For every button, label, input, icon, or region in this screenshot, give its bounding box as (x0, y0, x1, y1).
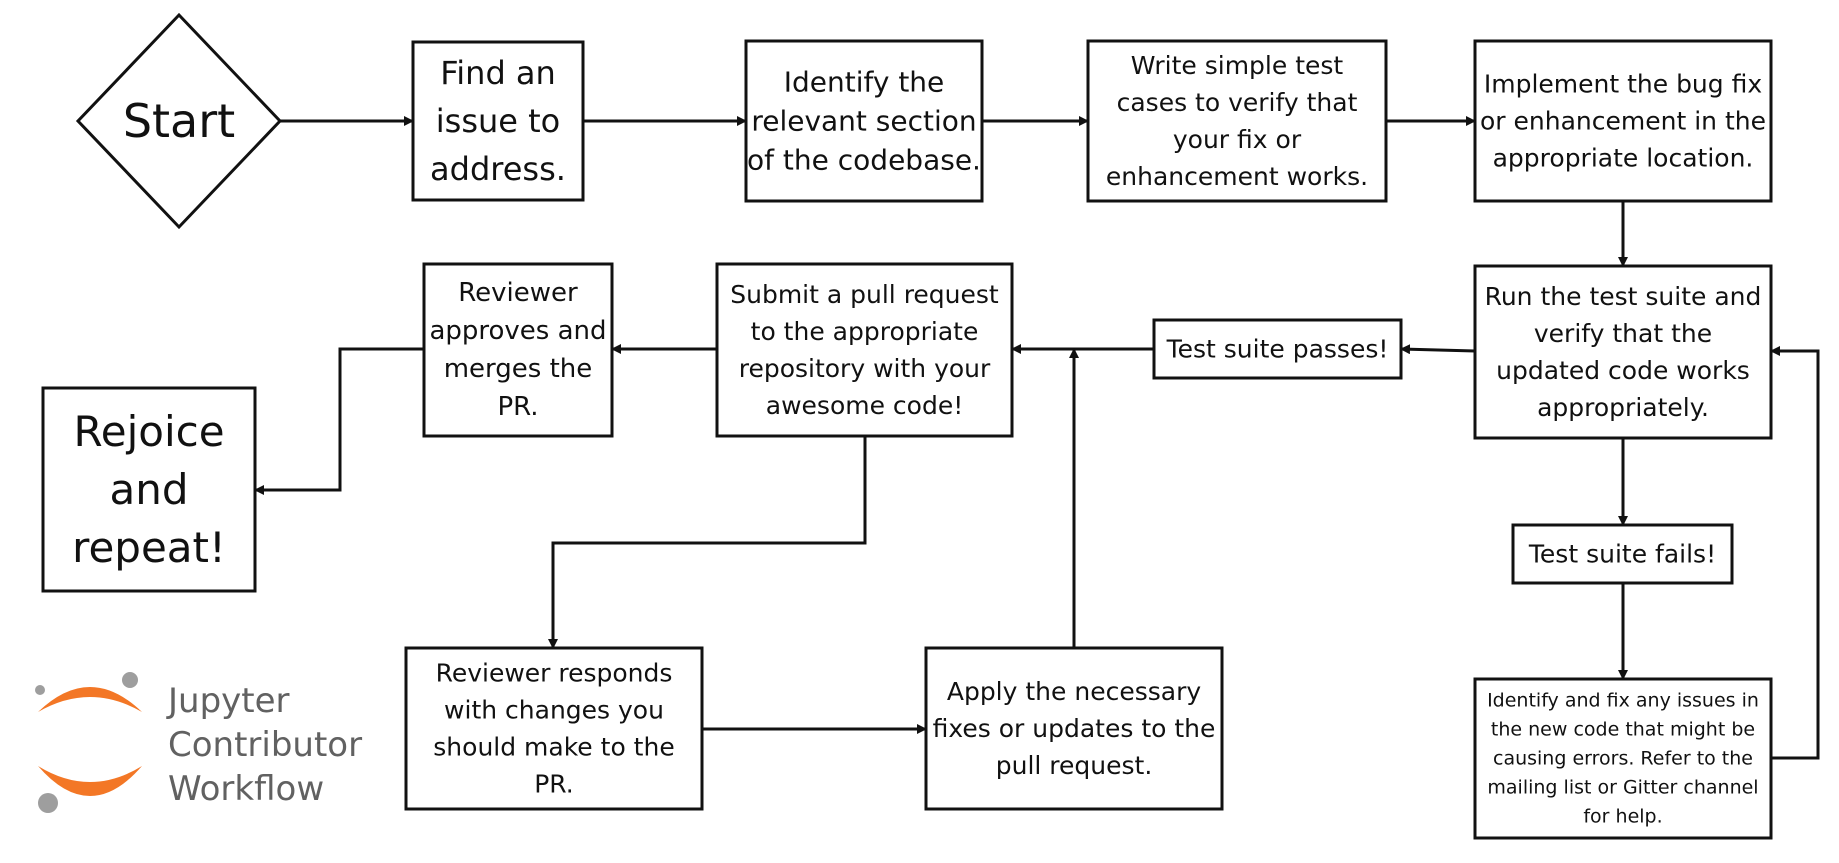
node-label-line: pull request. (996, 751, 1153, 780)
node-label-line: repeat! (72, 523, 226, 572)
node-rejoice: Rejoice and repeat! (41, 386, 257, 593)
node-label-line: the new code that might be (1491, 719, 1755, 741)
node-label-line: Find an (440, 54, 556, 92)
node-box (1511, 523, 1734, 585)
node-label-line: Run the test suite and (1485, 282, 1762, 311)
logo-moon-dot (38, 793, 58, 813)
node-label-line: verify that the (1534, 319, 1712, 348)
node-label-line: awesome code! (766, 391, 963, 420)
jupyter-logo: Jupyter Contributor Workflow (35, 672, 362, 813)
node-label-line: Write simple test (1131, 51, 1344, 80)
node-label-line: Implement the bug fix (1484, 70, 1762, 99)
node-box (1086, 39, 1388, 203)
node-label-line: Apply the necessary (947, 677, 1202, 706)
node-label-line: Test suite passes! (1166, 335, 1389, 364)
logo-orange-arc-bottom (38, 766, 142, 796)
node-layer: Start Find an issue to address. Identify the… (41, 12, 1773, 840)
node-submit-pr: Submit a pull request to the appropriate r… (715, 262, 1014, 438)
node-label-line: address. (430, 150, 566, 188)
logo-moon-dot (35, 685, 45, 695)
node-label-line: merges the (444, 354, 593, 384)
node-label-line: PR. (534, 770, 574, 799)
node-label-line: repository with your (739, 354, 991, 383)
node-label-line: fixes or updates to the (933, 714, 1216, 743)
node-reviewer-changes: Reviewer responds with changes you should … (404, 646, 704, 811)
node-box (924, 646, 1224, 811)
node-identify-section: Identify the relevant section of the codeb… (744, 39, 984, 203)
node-label-line: Identify and fix any issues in (1487, 690, 1759, 712)
node-label-line: mailing list or Gitter channel (1487, 777, 1758, 799)
node-write-tests: Write simple test cases to verify that you… (1086, 39, 1388, 203)
node-box (422, 262, 614, 438)
node-apply-fixes: Apply the necessary fixes or updates to t… (924, 646, 1224, 811)
node-implement-fix: Implement the bug fix or enhancement in t… (1473, 39, 1773, 203)
node-label-line: causing errors. Refer to the (1493, 748, 1753, 770)
node-label-line: your fix or (1173, 125, 1302, 154)
node-suite-fails: Test suite fails! (1511, 523, 1734, 585)
node-label-line: PR. (497, 392, 538, 422)
start-diamond (75, 12, 283, 230)
edge-reviewer-approves-to-rejoice (254, 347, 424, 495)
node-label-line: Submit a pull request (730, 280, 999, 309)
logo-line-3: Workflow (168, 769, 324, 809)
node-box (411, 40, 585, 202)
node-box (1473, 39, 1773, 203)
node-label-line: appropriate location. (1493, 144, 1754, 173)
logo-line-2: Contributor (168, 725, 362, 765)
node-label-line: to the appropriate (751, 317, 979, 346)
node-label-line: updated code works (1496, 356, 1750, 385)
node-suite-passes: Test suite passes! (1152, 318, 1403, 380)
node-label-line: Identify the (784, 66, 945, 99)
node-label-line: Start (123, 94, 235, 148)
node-label-line: enhancement works. (1106, 162, 1368, 191)
logo-orange-arc-top (38, 687, 142, 712)
node-label-line: issue to (436, 102, 561, 140)
node-box (404, 646, 704, 811)
edge-fix-issues-to-run-suite (1770, 346, 1820, 760)
edge-layer (254, 116, 1820, 760)
jupyter-logo-icon (35, 672, 142, 813)
node-box (1473, 264, 1773, 440)
node-label-line: relevant section (751, 105, 976, 138)
node-label-line: should make to the (433, 733, 674, 762)
logo-line-1: Jupyter (166, 681, 290, 721)
node-box (1152, 318, 1403, 380)
node-run-suite: Run the test suite and verify that the upd… (1473, 264, 1773, 440)
node-label-line: of the codebase. (747, 144, 981, 177)
node-fix-issues: Identify and fix any issues in the new co… (1473, 677, 1773, 840)
node-box (744, 39, 984, 203)
edge-submit-pr-to-reviewer-changes (548, 436, 867, 649)
edge-run-suite-to-suite-passes (1400, 344, 1476, 355)
node-box (715, 262, 1014, 438)
node-box (1473, 677, 1773, 840)
node-start: Start (75, 12, 283, 230)
node-label-line: for help. (1583, 806, 1662, 828)
node-find-issue: Find an issue to address. (411, 40, 585, 202)
node-label-line: cases to verify that (1117, 88, 1358, 117)
node-label-line: and (109, 465, 188, 514)
node-label-line: approves and (429, 316, 606, 346)
node-label-line: Reviewer responds (436, 659, 673, 688)
node-label-line: or enhancement in the (1480, 107, 1766, 136)
node-box (41, 386, 257, 593)
node-label-line: Test suite fails! (1528, 540, 1716, 569)
logo-moon-dot (122, 672, 138, 688)
node-label-line: Rejoice (73, 407, 224, 456)
node-label-line: with changes you (444, 696, 664, 725)
node-label-line: Reviewer (458, 278, 578, 308)
node-label-line: appropriately. (1537, 393, 1709, 422)
